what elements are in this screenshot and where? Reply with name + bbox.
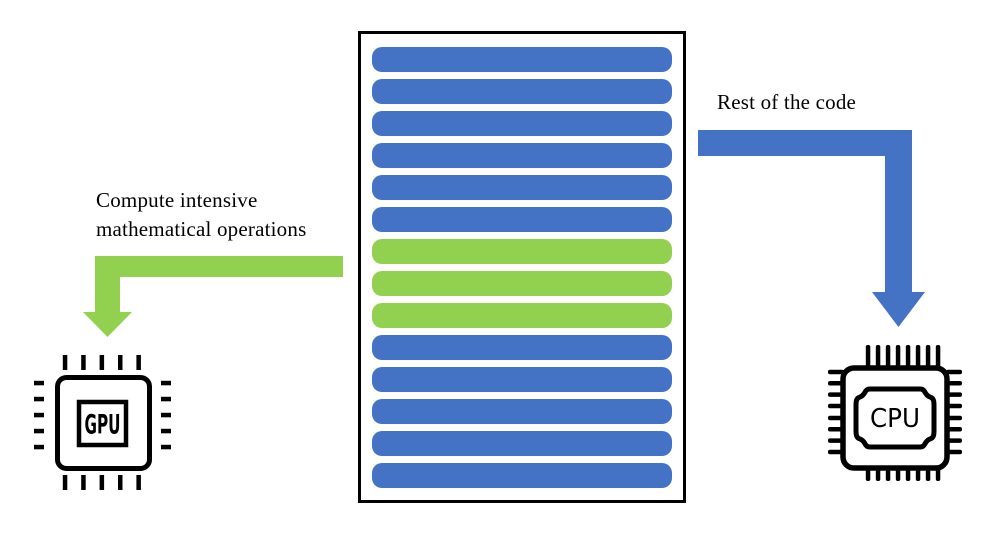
code-block	[358, 31, 686, 503]
blue-arrow-to-cpu	[698, 130, 925, 327]
code-line-blue	[372, 398, 672, 424]
cpu-pins-left	[828, 369, 844, 455]
cpu-die-outline	[853, 386, 937, 450]
rest-of-code-label: Rest of the code	[717, 90, 857, 114]
code-line-blue	[372, 142, 672, 168]
gpu-chip-icon: GPU	[34, 355, 171, 490]
compute-intensive-label: Compute intensive mathematical operation…	[96, 188, 307, 241]
code-line-green	[372, 302, 672, 328]
cpu-chip-icon: CPU	[828, 345, 962, 481]
code-line-blue	[372, 110, 672, 136]
code-line-blue	[372, 462, 672, 488]
gpu-pins-left	[34, 380, 44, 450]
gpu-label-plate	[76, 399, 129, 448]
code-line-blue	[372, 174, 672, 200]
code-line-blue	[372, 334, 672, 360]
cpu-pins-right	[946, 369, 962, 455]
green-arrow-to-gpu	[83, 256, 343, 337]
code-line-blue	[372, 46, 672, 72]
code-line-blue	[372, 430, 672, 456]
gpu-pins-top	[62, 355, 141, 370]
code-line-blue	[372, 206, 672, 232]
code-line-green	[372, 238, 672, 264]
gpu-pins-bottom	[62, 475, 141, 490]
gpu-label: GPU	[85, 410, 121, 441]
gpu-pins-right	[161, 380, 171, 450]
code-line-blue	[372, 366, 672, 392]
cpu-pins-top	[865, 345, 941, 369]
cpu-label: CPU	[870, 404, 920, 434]
code-line-green	[372, 270, 672, 296]
code-line-blue	[372, 78, 672, 104]
